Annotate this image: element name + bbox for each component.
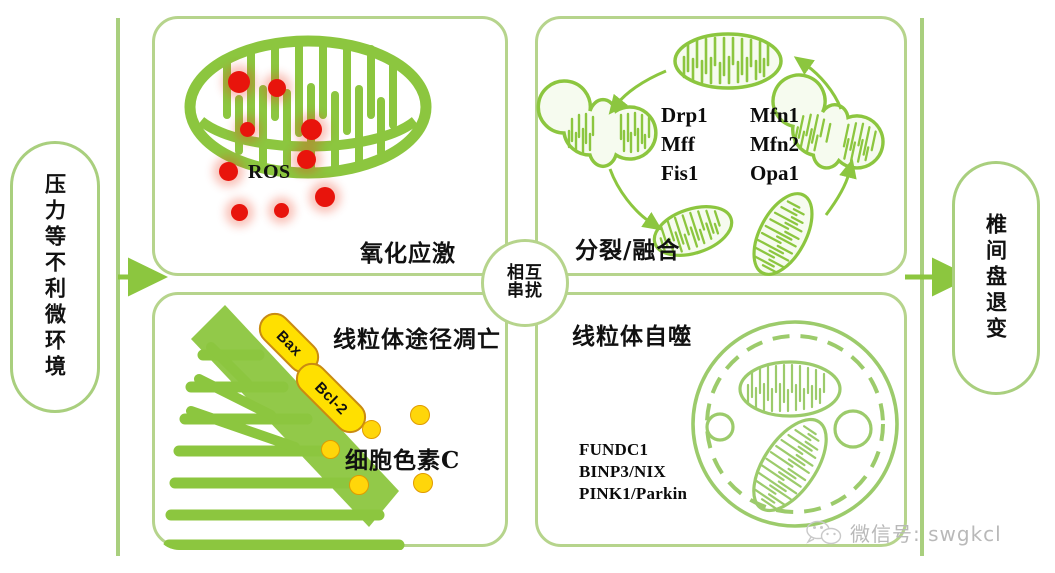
fusion-gene-list: Mfn1 Mfn2 Opa1	[750, 101, 799, 188]
cytochrome-c-particle	[413, 473, 433, 493]
mitophagy-caption: 线粒体自噬	[572, 323, 692, 350]
ros-particle	[268, 79, 286, 97]
ros-particle	[240, 122, 255, 137]
fission-fusion-cycle-icon	[536, 32, 885, 276]
panel-mitochondrial-apoptosis: Bax Bcl-2 线粒体途径凋亡 细胞色素C	[152, 292, 508, 550]
ros-particle	[297, 150, 316, 169]
gene-drp1: Drp1	[661, 103, 708, 127]
gene-mfn1: Mfn1	[750, 103, 799, 127]
ros-label: ROS	[248, 161, 291, 183]
mitochondrion-membrane-zoom-icon	[163, 305, 405, 550]
gene-mfn2: Mfn2	[750, 131, 799, 156]
watermark-text: 微信号: swgkcl	[850, 522, 1002, 546]
mitochondrion-oxidative-icon	[184, 35, 432, 179]
left-node-adverse-microenvironment: 压力等不利微环境	[10, 141, 100, 413]
cytochrome-c-label: 细胞色素C	[345, 447, 461, 474]
crosstalk-node: 相互 串扰	[481, 239, 569, 327]
autophagosome-icon	[691, 320, 899, 528]
left-node-label: 压力等不利微环境	[42, 173, 68, 381]
gene-opa1: Opa1	[750, 160, 800, 185]
apoptosis-caption: 线粒体途径凋亡	[333, 326, 501, 353]
panel-fission-fusion: Drp1 Mff Fis1 Mfn1 Mfn2 Opa1 分裂/融合	[535, 16, 907, 276]
fission-fusion-caption: 分裂/融合	[575, 237, 681, 264]
fission-gene-list: Drp1 Mff Fis1	[661, 101, 708, 188]
cytochrome-c-particle	[349, 475, 369, 495]
ros-particle	[219, 162, 238, 181]
cytochrome-c-particle	[362, 420, 381, 439]
ros-particle	[315, 187, 335, 207]
panel-oxidative-stress: ROS 氧化应激	[152, 16, 508, 276]
ros-particle	[228, 71, 250, 93]
right-node-label: 椎间盘退变	[983, 213, 1009, 343]
crosstalk-label-line1: 相互	[507, 263, 543, 284]
cytochrome-c-particle	[410, 405, 430, 425]
cytochrome-c-particle	[321, 440, 340, 459]
gene-pink1-parkin: PINK1/Parkin	[579, 484, 688, 504]
oxidative-stress-caption: 氧化应激	[360, 240, 456, 267]
gene-fundc1: FUNDC1	[579, 440, 649, 459]
ros-particle	[301, 119, 322, 140]
wechat-icon	[806, 520, 842, 544]
watermark: 微信号: swgkcl	[805, 518, 1002, 547]
gene-mff: Mff	[661, 131, 695, 156]
gene-fis1: Fis1	[661, 160, 699, 185]
gene-binp3-nix: BINP3/NIX	[579, 462, 666, 482]
ros-particle	[274, 203, 289, 218]
ros-particle	[231, 204, 248, 221]
right-node-disc-degeneration: 椎间盘退变	[952, 161, 1040, 395]
mitophagy-gene-list: FUNDC1 BINP3/NIX PINK1/Parkin	[579, 439, 687, 505]
panel-mitophagy: 线粒体自噬 FUNDC1 BINP3/NIX PINK1/Parkin	[535, 292, 907, 547]
pill-label-bax: Bax	[272, 326, 306, 360]
crosstalk-label-line2: 串扰	[507, 281, 543, 301]
